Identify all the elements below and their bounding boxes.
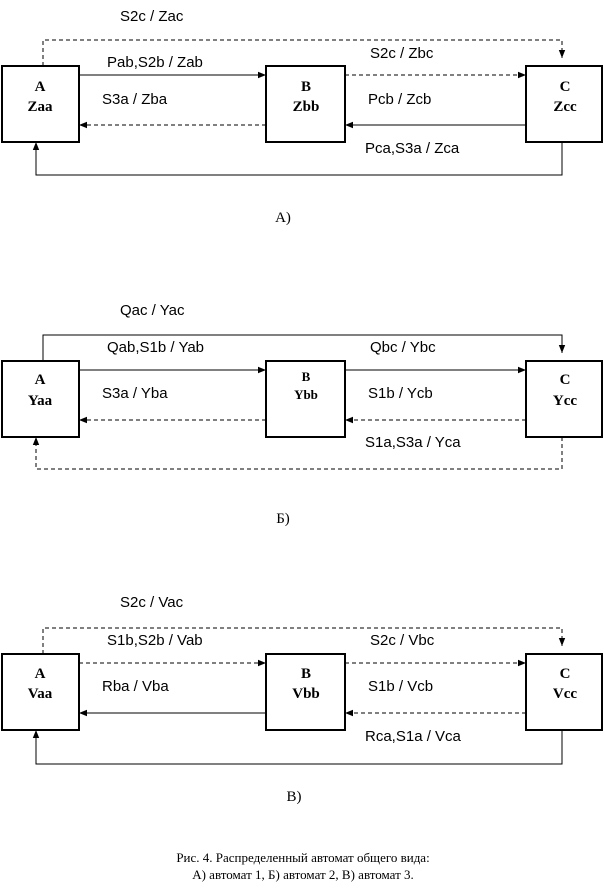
label-top-ac: Qac / Yac <box>120 302 185 319</box>
label-ba: S3a / Yba <box>102 385 168 402</box>
box-b-name: B <box>302 369 311 384</box>
diagram-b-caption: Б) <box>276 511 290 527</box>
label-ca: S1a,S3a / Yca <box>365 434 461 451</box>
figure-caption-line1: Рис. 4. Распределенный автомат общего ви… <box>176 850 429 865</box>
label-ba: Rba / Vba <box>102 678 169 695</box>
label-ab: Pab,S2b / Zab <box>107 54 203 71</box>
arrow-ca <box>32 437 563 470</box>
arrow-top-ac <box>42 334 566 361</box>
box-a-name: A <box>35 79 46 95</box>
label-cb: S1b / Ycb <box>368 385 433 402</box>
label-ab: S1b,S2b / Vab <box>107 632 203 649</box>
arrow-top-ac <box>42 39 566 66</box>
state-box-c <box>525 653 603 731</box>
arrow-ca <box>32 142 563 176</box>
box-c-state: Ycc <box>553 393 577 409</box>
box-a-state: Vaa <box>28 686 53 702</box>
box-a-name: A <box>35 666 46 682</box>
label-top-ac: S2c / Zac <box>120 8 184 25</box>
state-box-c <box>525 65 603 143</box>
label-cb: S1b / Vcb <box>368 678 433 695</box>
state-box-a <box>1 360 80 438</box>
box-b-state: Ybb <box>294 387 318 402</box>
diagram-b: Qac / Yac Qab,S1b / Yab Qbc / Ybc S3a / … <box>1 302 603 527</box>
box-c-state: Vcc <box>553 686 577 702</box>
label-bc: Qbc / Ybc <box>370 339 436 356</box>
label-ab: Qab,S1b / Yab <box>107 339 204 356</box>
figure-caption-line2: А) автомат 1, Б) автомат 2, В) автомат 3… <box>192 867 414 882</box>
box-a-state: Yaa <box>28 393 53 409</box>
state-box-b <box>265 65 346 143</box>
label-bc: S2c / Vbc <box>370 632 435 649</box>
state-box-c <box>525 360 603 438</box>
label-ca: Rca,S1a / Vca <box>365 728 462 745</box>
box-a-state: Zaa <box>27 99 53 115</box>
box-b-name: B <box>301 79 311 95</box>
label-bc: S2c / Zbc <box>370 45 434 62</box>
arrow-ca <box>32 730 563 765</box>
diagram-c: S2c / Vac S1b,S2b / Vab S2c / Vbc Rba / … <box>1 594 603 805</box>
label-ca: Pca,S3a / Zca <box>365 140 460 157</box>
label-top-ac: S2c / Vac <box>120 594 184 611</box>
box-b-state: Zbb <box>293 99 320 115</box>
label-cb: Pcb / Zcb <box>368 91 431 108</box>
diagram-a: S2c / Zac Pab,S2b / Zab S2c / Zbc S3a / … <box>1 8 603 226</box>
state-box-a <box>1 65 80 143</box>
box-c-name: C <box>560 372 571 388</box>
diagram-c-caption: В) <box>287 789 302 805</box>
box-c-name: C <box>560 666 571 682</box>
state-box-b <box>265 360 346 438</box>
arrow-top-ac <box>42 627 566 654</box>
box-c-name: C <box>560 79 571 95</box>
state-box-a <box>1 653 80 731</box>
diagram-a-caption: А) <box>275 210 291 226</box>
box-c-state: Zcc <box>553 99 577 115</box>
box-a-name: A <box>35 372 46 388</box>
label-ba: S3a / Zba <box>102 91 168 108</box>
box-b-state: Vbb <box>292 686 320 702</box>
box-b-name: B <box>301 666 311 682</box>
state-box-b <box>265 653 346 731</box>
